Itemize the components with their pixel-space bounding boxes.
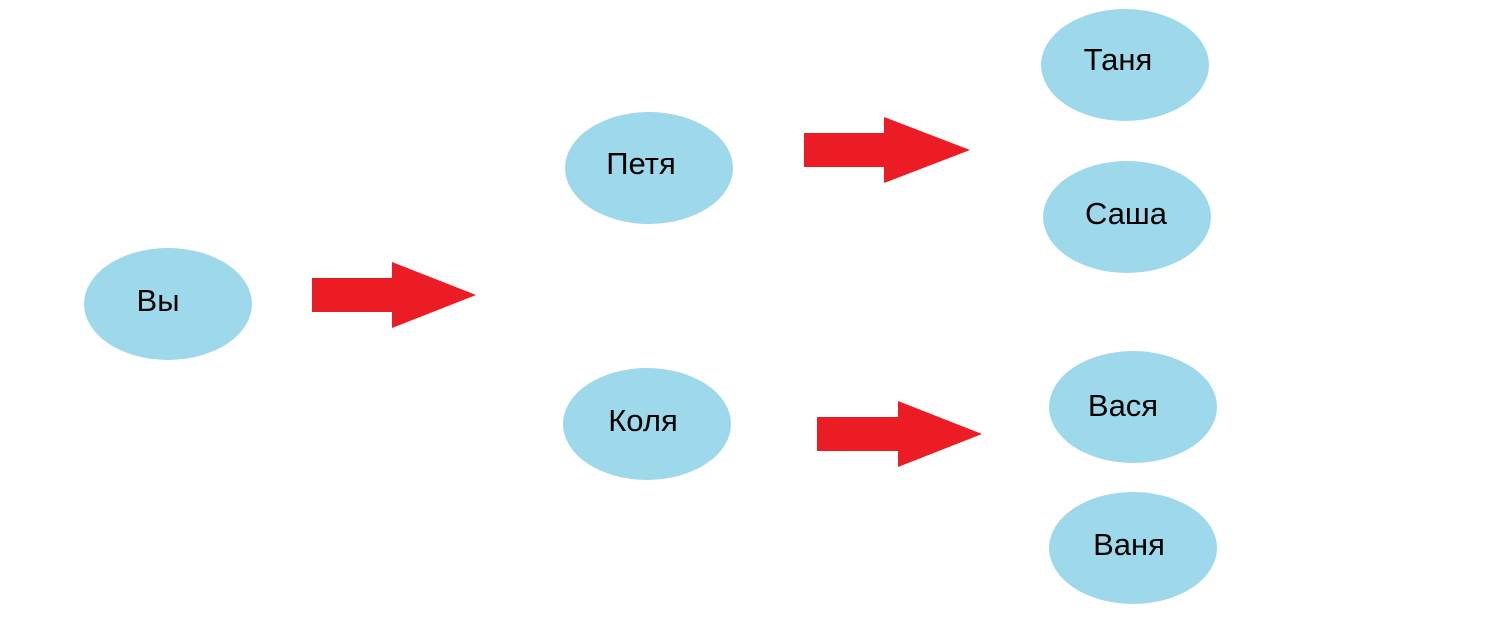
- node-kolya-label: Коля: [608, 403, 678, 438]
- node-tanya-ellipse: [1041, 9, 1209, 121]
- arrow-you-to-children: [312, 262, 476, 328]
- node-you: Вы: [84, 248, 252, 360]
- node-sasha-label: Саша: [1085, 196, 1168, 231]
- node-vasya: Вася: [1049, 351, 1217, 463]
- node-sasha-ellipse: [1043, 161, 1211, 273]
- node-vasya-ellipse: [1049, 351, 1217, 463]
- node-kolya: Коля: [563, 368, 731, 480]
- node-petya-label: Петя: [606, 146, 675, 181]
- node-petya: Петя: [565, 112, 733, 224]
- arrow-kolya-to-children: [817, 401, 982, 467]
- node-petya-ellipse: [565, 112, 733, 224]
- node-tanya: Таня: [1041, 9, 1209, 121]
- node-vasya-label: Вася: [1088, 388, 1158, 423]
- node-kolya-ellipse: [563, 368, 731, 480]
- node-you-ellipse: [84, 248, 252, 360]
- node-vanya-label: Ваня: [1093, 527, 1165, 562]
- node-vanya-ellipse: [1049, 492, 1217, 604]
- node-vanya: Ваня: [1049, 492, 1217, 604]
- arrow-petya-to-children: [804, 117, 970, 183]
- node-sasha: Саша: [1043, 161, 1211, 273]
- node-tanya-label: Таня: [1084, 42, 1153, 77]
- node-you-label: Вы: [137, 283, 180, 318]
